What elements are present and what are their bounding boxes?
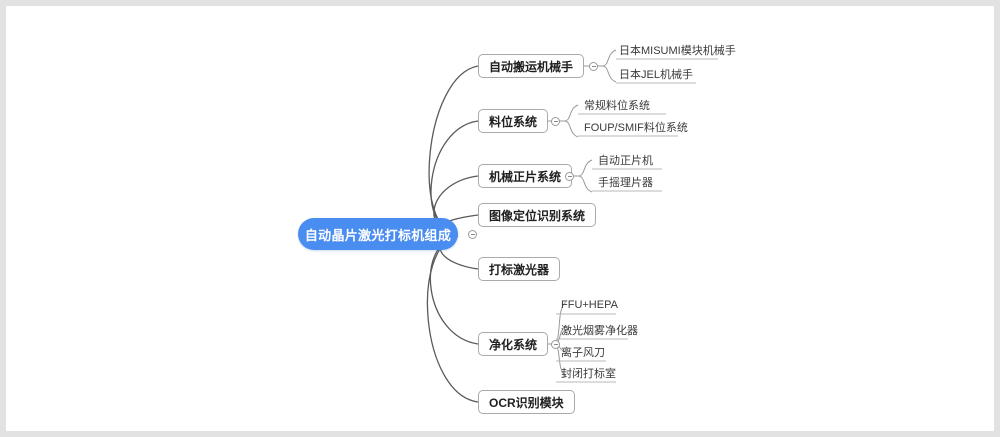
branch-node-automatic-transfer-robot[interactable]: 自动搬运机械手	[478, 54, 585, 78]
collapse-toggle-branch-2[interactable]	[551, 116, 560, 126]
collapse-toggle-root[interactable]	[468, 230, 477, 239]
edge-branch-2-to-child-2	[563, 120, 579, 138]
collapse-toggle-branch-1[interactable]	[589, 61, 598, 71]
leaf-node-enclosed-marking-chamber[interactable]: 封闭打标室	[561, 367, 616, 380]
branch-node-ocr-recognition-module[interactable]: OCR识别模块	[478, 390, 575, 414]
edge-branch-1-to-child-1	[601, 49, 617, 67]
branch-node-purification-system[interactable]: 净化系统	[478, 332, 549, 356]
edge-branch-3-to-child-1	[577, 159, 593, 177]
branch-node-level-system[interactable]: 料位系统	[478, 109, 549, 133]
leaf-node-conventional-level-system[interactable]: 常规料位系统	[584, 99, 650, 112]
collapse-toggle-branch-6[interactable]	[551, 339, 560, 349]
leaf-node-ffu-hepa[interactable]: FFU+HEPA	[561, 298, 618, 311]
edge-root-to-branch-6	[429, 235, 479, 345]
root-node[interactable]: 自动晶片激光打标机组成	[298, 218, 458, 250]
leaf-node-jel-robot[interactable]: 日本JEL机械手	[619, 68, 693, 81]
leaf-node-automatic-aligner[interactable]: 自动正片机	[598, 154, 653, 167]
leaf-node-foup-smif-level-system[interactable]: FOUP/SMIF料位系统	[584, 121, 688, 134]
leaf-node-misumi-module-robot[interactable]: 日本MISUMI模块机械手	[619, 44, 736, 57]
edge-root-to-branch-7	[426, 235, 479, 403]
leaf-node-laser-fume-purifier[interactable]: 激光烟雾净化器	[561, 324, 638, 337]
collapse-toggle-branch-3[interactable]	[565, 171, 574, 181]
edge-root-to-branch-1	[428, 65, 479, 235]
branch-node-marking-laser[interactable]: 打标激光器	[478, 257, 561, 281]
edge-branch-1-to-child-2	[601, 65, 617, 83]
edge-branch-2-to-child-1	[563, 104, 579, 122]
branch-node-image-positioning-recognition-system[interactable]: 图像定位识别系统	[478, 203, 597, 227]
leaf-node-ion-air-knife[interactable]: 离子风刀	[561, 346, 605, 359]
branch-node-mechanical-alignment-system[interactable]: 机械正片系统	[478, 164, 573, 188]
edge-branch-3-to-child-2	[577, 175, 593, 193]
leaf-node-manual-wafer-sorter[interactable]: 手摇理片器	[598, 176, 653, 189]
